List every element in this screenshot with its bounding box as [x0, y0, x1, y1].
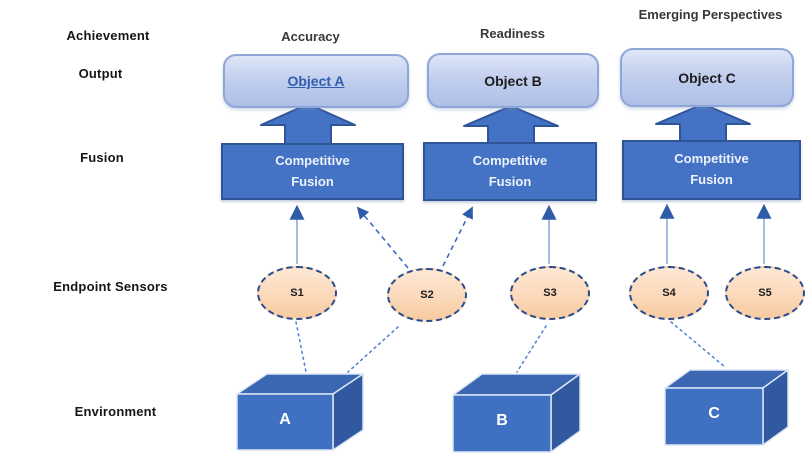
cube-label-b: B [496, 412, 508, 429]
achievement-header-emerging-perspectives: Emerging Perspectives [638, 7, 783, 22]
fusion-box-b: Competitive Fusion [423, 142, 597, 201]
row-label-output: Output [78, 66, 123, 81]
output-label-object-b: Object B [484, 72, 542, 89]
connector-cube-a-to-s1 [295, 321, 307, 373]
fusion-box-a: Competitive Fusion [221, 143, 404, 200]
fusion-label-b: Competitive Fusion [472, 152, 548, 189]
sensor-label-s3: S3 [543, 287, 557, 299]
sensor-label-s4: S4 [662, 287, 676, 299]
cube-label-a: A [279, 411, 291, 428]
output-label-object-c: Object C [678, 69, 736, 86]
environment-cube-a [236, 373, 364, 451]
connector-s2-to-fusion-a [356, 206, 409, 269]
fusion-box-c: Competitive Fusion [622, 140, 801, 200]
sensor-label-s2: S2 [420, 289, 434, 301]
sensor-label-s5: S5 [758, 287, 772, 299]
achievement-header-accuracy: Accuracy [281, 29, 340, 44]
output-label-object-a: Object A [287, 73, 345, 89]
cube-label-c: C [708, 405, 720, 422]
sensor-s1: S1 [257, 266, 337, 320]
sensor-s5: S5 [725, 266, 805, 320]
connector-cube-b-to-s3 [516, 325, 547, 373]
block-arrow-fusion-a-to-object-a [260, 103, 356, 145]
output-box-object-b: Object B [427, 53, 599, 108]
fusion-label-c: Competitive Fusion [674, 151, 749, 187]
environment-cube-c [664, 369, 789, 446]
output-box-object-c: Object C [620, 48, 794, 107]
row-label-environment: Environment [74, 404, 157, 419]
connector-s2-to-fusion-b [442, 206, 473, 267]
output-box-object-a: Object A [223, 54, 409, 108]
achievement-header-readiness: Readiness [479, 26, 546, 41]
block-arrow-fusion-b-to-object-b [463, 105, 559, 144]
connector-cube-c-to-s4 [670, 321, 726, 368]
row-label-achievement: Achievement [66, 28, 150, 43]
sensor-s4: S4 [629, 266, 709, 320]
block-arrow-fusion-c-to-object-c [655, 103, 751, 142]
sensor-s3: S3 [510, 266, 590, 320]
environment-cube-b [452, 373, 581, 453]
sensor-label-s1: S1 [290, 287, 304, 299]
connector-cube-a-to-s2 [347, 326, 399, 373]
row-label-endpoint-sensors: Endpoint Sensors [53, 279, 168, 294]
fusion-label-a: Competitive Fusion [275, 152, 350, 189]
row-label-fusion: Fusion [80, 150, 124, 165]
sensor-s2: S2 [387, 268, 467, 322]
